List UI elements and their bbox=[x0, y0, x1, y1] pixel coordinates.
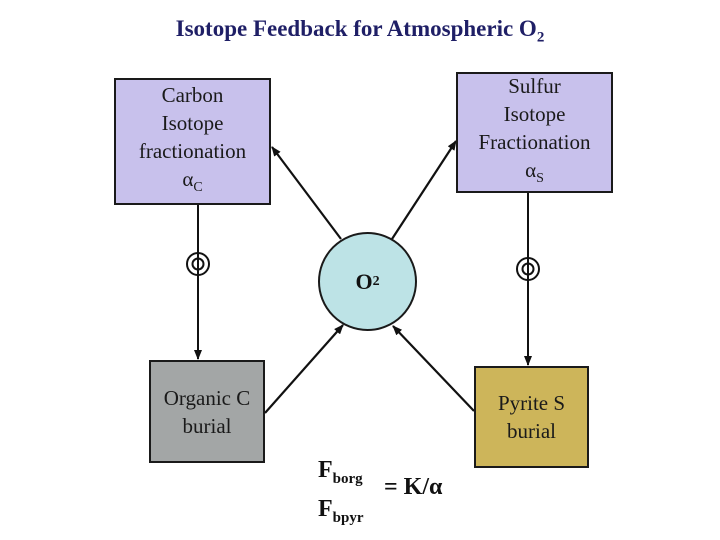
carbon-isotope-box: Carbon Isotope fractionation αC bbox=[114, 78, 271, 205]
carbon-alpha-symbol: αC bbox=[182, 165, 202, 202]
coupling-symbol-icon-sulfur bbox=[516, 257, 540, 281]
sulfur-line-2: Isotope bbox=[503, 101, 566, 126]
o2-subscript: 2 bbox=[372, 273, 380, 289]
numerator-subscript: borg bbox=[332, 470, 363, 487]
pyrite-s-burial-box: Pyrite S burial bbox=[474, 366, 589, 468]
formula-denominator: Fbpyr bbox=[318, 494, 364, 533]
alpha-subscript: C bbox=[193, 180, 203, 196]
arrow-organic-to-o2 bbox=[264, 324, 344, 414]
arrow-pyrite-to-o2 bbox=[392, 325, 475, 412]
coupling-symbol-icon-carbon bbox=[186, 252, 210, 276]
pyrite-line-2: burial bbox=[507, 419, 556, 443]
sulfur-line-3: Fractionation bbox=[478, 129, 591, 154]
denominator-subscript: bpyr bbox=[332, 509, 364, 526]
diagram-title: Isotope Feedback for Atmospheric O2 bbox=[0, 16, 720, 47]
alpha-subscript: S bbox=[536, 171, 544, 187]
organic-line-1: Organic C bbox=[163, 385, 251, 410]
arrow-o2-to-sulfur bbox=[391, 140, 457, 240]
formula-rhs: = K/α bbox=[384, 474, 443, 500]
alpha-glyph: α bbox=[182, 166, 194, 191]
denominator-symbol: F bbox=[318, 495, 333, 522]
o2-label: O bbox=[355, 268, 373, 294]
arrow-o2-to-carbon bbox=[271, 146, 342, 240]
pyrite-line-1: Pyrite S bbox=[497, 391, 566, 415]
carbon-line-2: Isotope bbox=[161, 110, 224, 135]
alpha-glyph: α bbox=[525, 157, 537, 182]
numerator-symbol: F bbox=[318, 457, 333, 483]
sulfur-alpha-symbol: αS bbox=[525, 156, 544, 193]
title-subscript: 2 bbox=[536, 29, 545, 46]
formula-numerator: Fborg bbox=[318, 455, 364, 494]
burial-ratio-formula: Fborg Fbpyr = K/α bbox=[318, 455, 442, 533]
sulfur-isotope-box: Sulfur Isotope Fractionation αS bbox=[456, 72, 613, 193]
organic-c-burial-box: Organic C burial bbox=[149, 360, 265, 463]
organic-line-2: burial bbox=[182, 413, 232, 438]
carbon-line-3: fractionation bbox=[138, 138, 247, 163]
sulfur-line-1: Sulfur bbox=[508, 73, 561, 98]
carbon-line-1: Carbon bbox=[161, 82, 224, 107]
title-text: Isotope Feedback for Atmospheric O bbox=[175, 16, 537, 41]
